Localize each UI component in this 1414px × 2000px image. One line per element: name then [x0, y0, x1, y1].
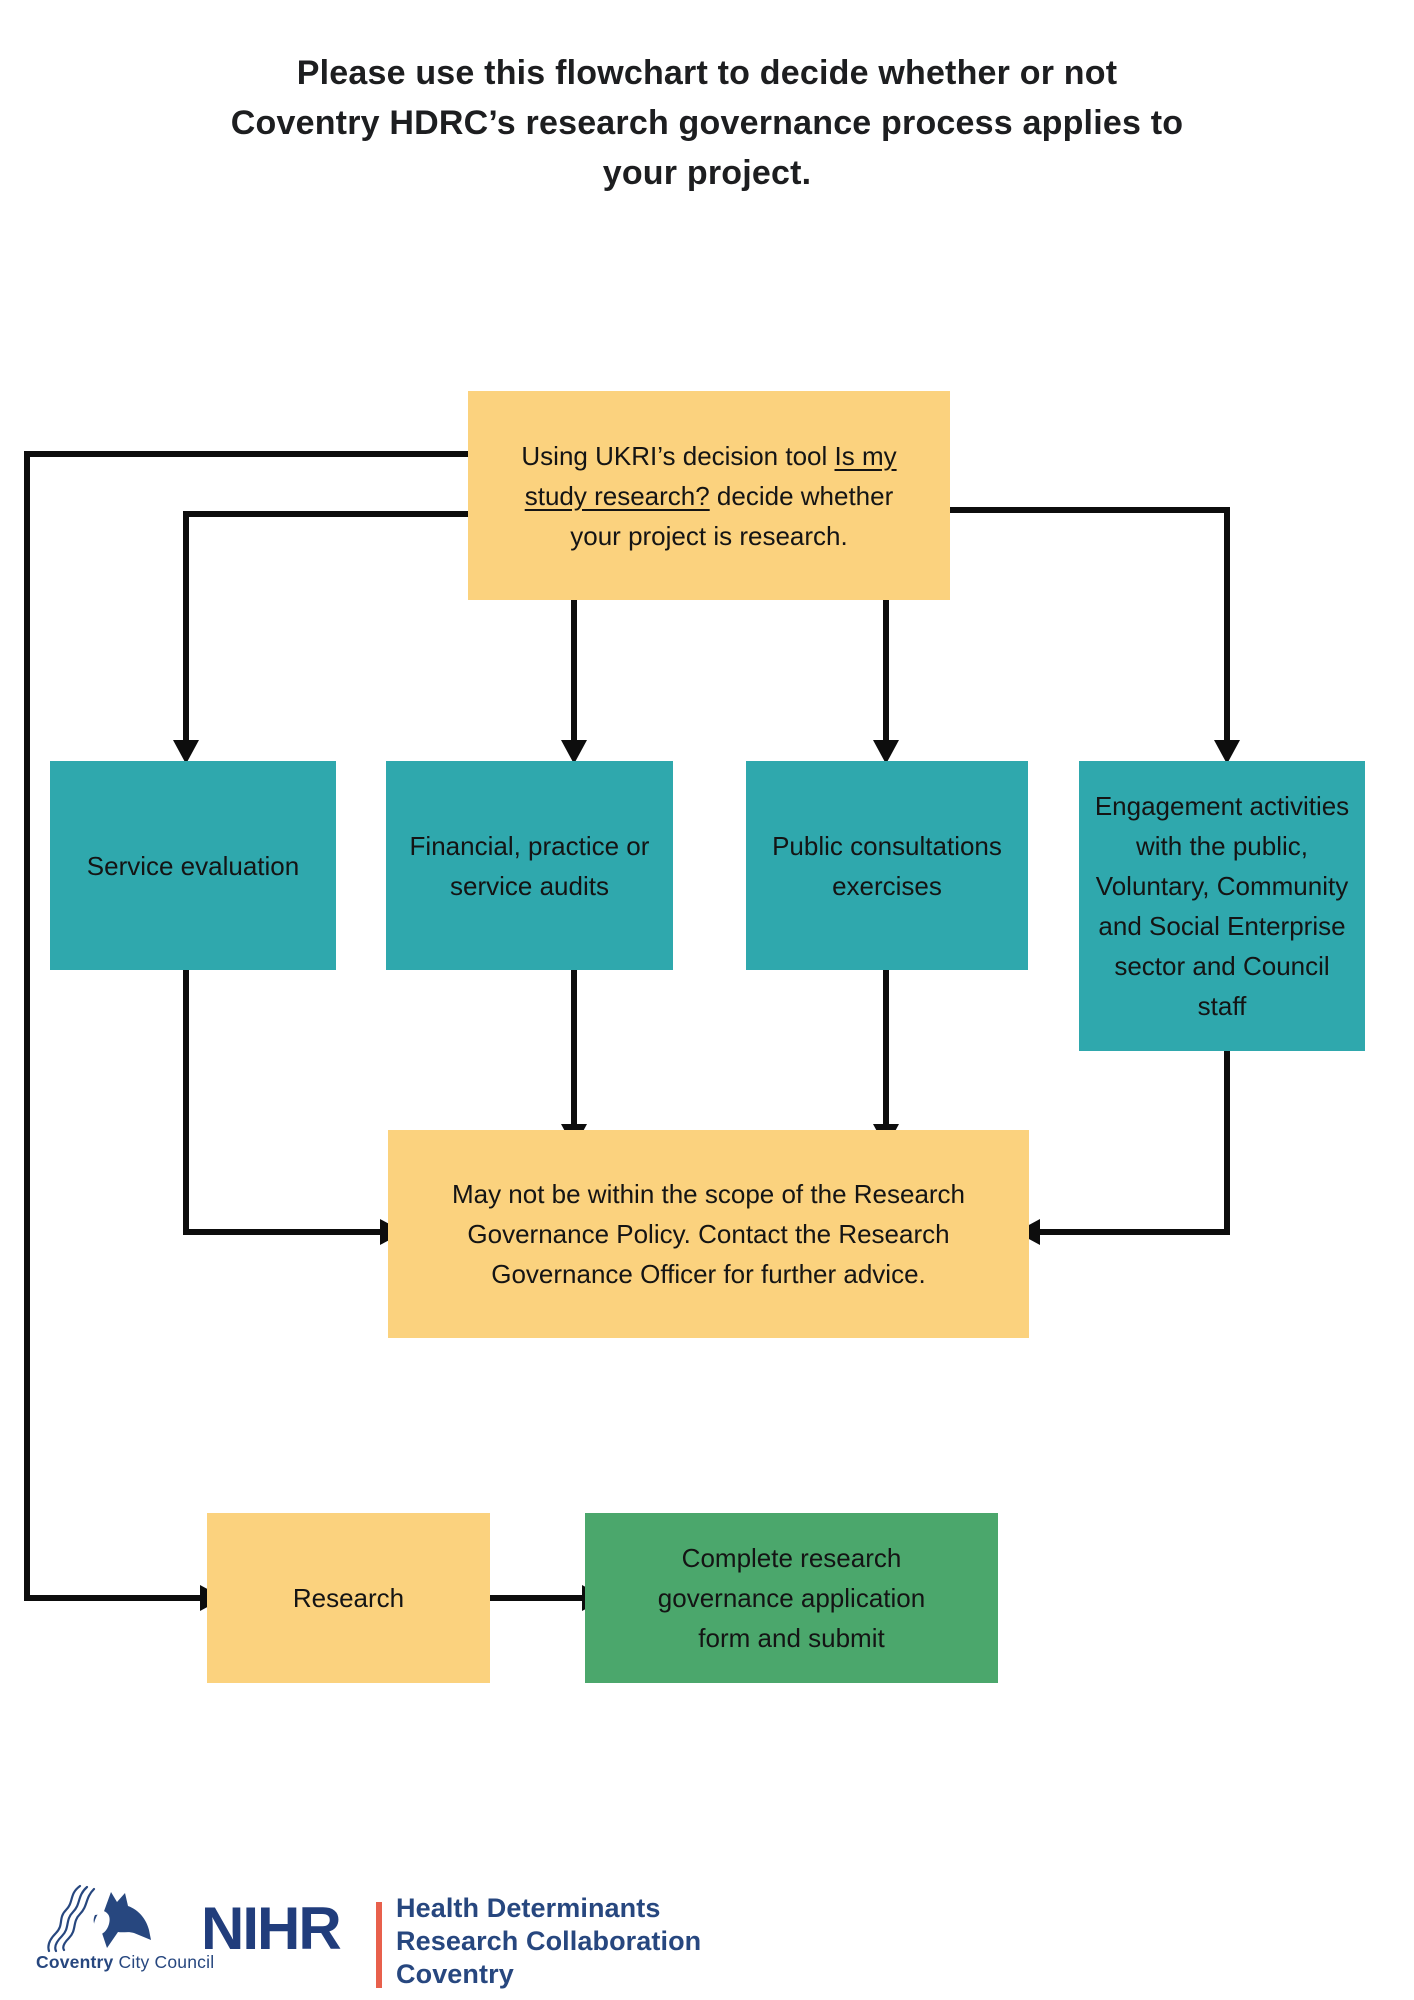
connector-start-to-research-top: [27, 451, 468, 457]
connector-service-eval-to-outcome-v: [183, 968, 189, 1235]
outcome-text: May not be within the scope of the Resea…: [451, 1179, 966, 1289]
connector-engagement-to-outcome-h: [1040, 1229, 1230, 1235]
complete-application-box: Complete research governance application…: [585, 1513, 998, 1683]
branch-label: Service evaluation: [86, 850, 300, 881]
hdrc-wordmark: Health Determinants Research Collaborati…: [396, 1892, 701, 1991]
page-title: Please use this flowchart to decide whet…: [207, 48, 1207, 198]
research-box: Research: [207, 1513, 490, 1683]
connector-start-to-service-eval-h: [183, 511, 468, 517]
arrowhead-into-engagement: [1214, 740, 1240, 764]
arrowhead-into-audits: [561, 740, 587, 764]
complete-application-text: Complete research governance application…: [657, 1543, 926, 1653]
coventry-city-council-logo: [47, 1884, 151, 1953]
branch-label: Financial, practice or service audits: [409, 830, 650, 901]
start-text-before-link: Using UKRI’s decision tool: [521, 440, 835, 471]
connector-audits-to-outcome: [571, 968, 577, 1126]
branch-label: Public consultations exercises: [772, 830, 1002, 901]
hdrc-line-3: Coventry: [396, 1959, 514, 1989]
council-word-coventry: Coventry: [36, 1952, 114, 1972]
connector-start-to-audits: [571, 598, 577, 742]
start-decision-text: Using UKRI’s decision tool Is my study r…: [503, 436, 915, 556]
connector-consultations-to-outcome: [883, 968, 889, 1126]
connector-research-to-complete: [488, 1595, 582, 1601]
branch-box-engagement-activities: Engagement activities with the public, V…: [1079, 761, 1365, 1051]
page-title-line-1: Please use this flowchart to decide whet…: [296, 54, 1118, 92]
hdrc-line-1: Health Determinants: [396, 1893, 661, 1923]
connector-start-to-engagement-h: [950, 507, 1230, 513]
branch-box-audits: Financial, practice or service audits: [386, 761, 673, 970]
branch-box-service-evaluation: Service evaluation: [50, 761, 336, 970]
ukri-decision-tool-link[interactable]: Is my study research?: [524, 440, 897, 511]
nihr-divider-line: [376, 1902, 382, 1988]
page-title-line-3: your project.: [602, 154, 812, 192]
branch-box-public-consultations: Public consultations exercises: [746, 761, 1028, 970]
nihr-logo: NIHR: [201, 1895, 342, 1962]
page-title-line-2: Coventry HDRC’s research governance proc…: [230, 104, 1184, 142]
arrowhead-into-service-eval: [173, 740, 199, 764]
connector-start-to-consultations: [883, 598, 889, 742]
coventry-city-council-wordmark: Coventry City Council: [36, 1952, 214, 1973]
start-decision-box: Using UKRI’s decision tool Is my study r…: [468, 391, 950, 600]
connector-start-to-engagement-v: [1224, 507, 1230, 742]
connector-start-to-service-eval-v: [183, 511, 189, 742]
council-word-city-council: City Council: [113, 1952, 215, 1972]
research-label: Research: [292, 1583, 405, 1613]
branch-label: Engagement activities with the public, V…: [1094, 791, 1350, 1021]
connector-service-eval-to-outcome-h: [183, 1229, 380, 1235]
arrowhead-into-consultations: [873, 740, 899, 764]
connector-start-to-research-bottom: [24, 1595, 200, 1601]
connector-start-to-research-vertical: [24, 451, 30, 1601]
hdrc-line-2: Research Collaboration: [396, 1926, 702, 1956]
connector-engagement-to-outcome-v: [1224, 1049, 1230, 1235]
start-text-after-link: decide whether your project is research.: [570, 480, 894, 551]
outcome-box-out-of-scope: May not be within the scope of the Resea…: [388, 1130, 1029, 1338]
